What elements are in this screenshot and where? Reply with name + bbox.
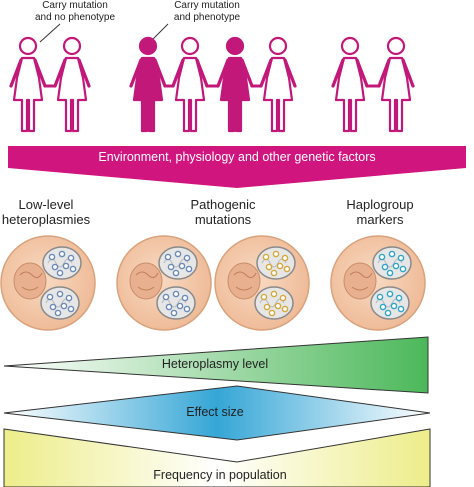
category-low-level-line1: Low-level — [18, 197, 74, 212]
category-haplogroup: Haplogroup markers — [330, 197, 430, 228]
heteroplasmy-label: Heteroplasmy level — [161, 357, 269, 371]
annotation-phenotype-line1: Carry mutation — [174, 0, 240, 11]
person-figure-1 — [9, 36, 47, 133]
person-arm-left — [259, 58, 273, 88]
person-figure-5 — [216, 36, 254, 133]
category-haplogroup-line1: Haplogroup — [346, 197, 414, 212]
person-arm-right — [195, 58, 209, 88]
person-arm-left — [129, 58, 143, 88]
person-body — [380, 56, 412, 133]
category-haplogroup-line2: markers — [356, 211, 404, 227]
category-low-level: Low-level heteroplasmies — [0, 197, 92, 228]
cell-1 — [0, 235, 96, 331]
person-body — [12, 56, 44, 133]
person-body — [132, 56, 164, 133]
person-arm-left — [331, 58, 345, 88]
mitochondrion-lower — [254, 286, 294, 320]
person-arm-right — [77, 58, 91, 88]
cells-row — [0, 235, 426, 331]
person-arm-left — [53, 58, 67, 88]
people-row — [9, 36, 415, 133]
cell-nucleus — [227, 262, 261, 300]
person-arm-right — [240, 58, 254, 88]
person-body — [174, 56, 206, 133]
person-arm-right — [283, 58, 297, 88]
effect-size-wedge — [3, 385, 431, 441]
mitochondrion-lower — [156, 286, 196, 320]
person-head — [268, 36, 288, 56]
cell-4 — [330, 235, 426, 331]
person-body — [262, 56, 294, 133]
mitochondrion-lower — [40, 286, 80, 320]
category-low-level-line2: heteroplasmies — [1, 211, 91, 227]
cell-nucleus — [13, 262, 47, 300]
person-figure-8 — [377, 36, 415, 133]
person-arm-right — [33, 58, 47, 88]
person-arm-right — [153, 58, 167, 88]
person-arm-right — [355, 58, 369, 88]
person-head — [340, 36, 360, 56]
mitochondrion-upper — [256, 246, 296, 280]
person-figure-6 — [259, 36, 297, 133]
annotation-no-phenotype: Carry mutation and no phenotype — [20, 0, 130, 23]
frequency-wedge — [3, 428, 431, 487]
person-body — [219, 56, 251, 133]
person-figure-4 — [171, 36, 209, 133]
person-figure-2 — [53, 36, 91, 133]
person-arm-left — [9, 58, 23, 88]
category-pathogenic-line2: mutations — [194, 211, 252, 227]
cell-3 — [214, 235, 310, 331]
person-figure-3 — [129, 36, 167, 133]
heteroplasmy-wedge — [3, 336, 429, 394]
mitochondrion-lower — [370, 286, 410, 320]
pointer-no-phenotype — [39, 23, 61, 43]
cell-nucleus — [343, 262, 377, 300]
annotation-phenotype: Carry mutation and phenotype — [152, 0, 262, 23]
annotation-no-phenotype-line2: and no phenotype — [34, 11, 116, 23]
person-arm-left — [377, 58, 391, 88]
cell-2 — [116, 235, 212, 331]
cell-nucleus — [129, 262, 163, 300]
person-arm-left — [216, 58, 230, 88]
mitochondrion-upper — [158, 246, 198, 280]
annotation-no-phenotype-line1: Carry mutation — [42, 0, 108, 11]
category-pathogenic: Pathogenic mutations — [168, 197, 278, 228]
person-head — [386, 36, 406, 56]
mitochondrion-upper — [372, 246, 412, 280]
person-head — [180, 36, 200, 56]
person-head — [138, 36, 158, 56]
person-arm-left — [171, 58, 185, 88]
effect-size-label: Effect size — [186, 405, 244, 419]
annotation-phenotype-line2: and phenotype — [173, 11, 241, 23]
banner-arrow — [8, 146, 466, 188]
person-head — [225, 36, 245, 56]
person-body — [56, 56, 88, 133]
person-head — [18, 36, 38, 56]
mitochondrion-upper — [42, 246, 82, 280]
person-head — [62, 36, 82, 56]
category-pathogenic-line1: Pathogenic — [190, 197, 256, 212]
banner-label: Environment, physiology and other geneti… — [98, 150, 376, 164]
person-arm-right — [401, 58, 415, 88]
person-body — [334, 56, 366, 133]
frequency-label: Frequency in population — [153, 468, 287, 482]
person-figure-7 — [331, 36, 369, 133]
